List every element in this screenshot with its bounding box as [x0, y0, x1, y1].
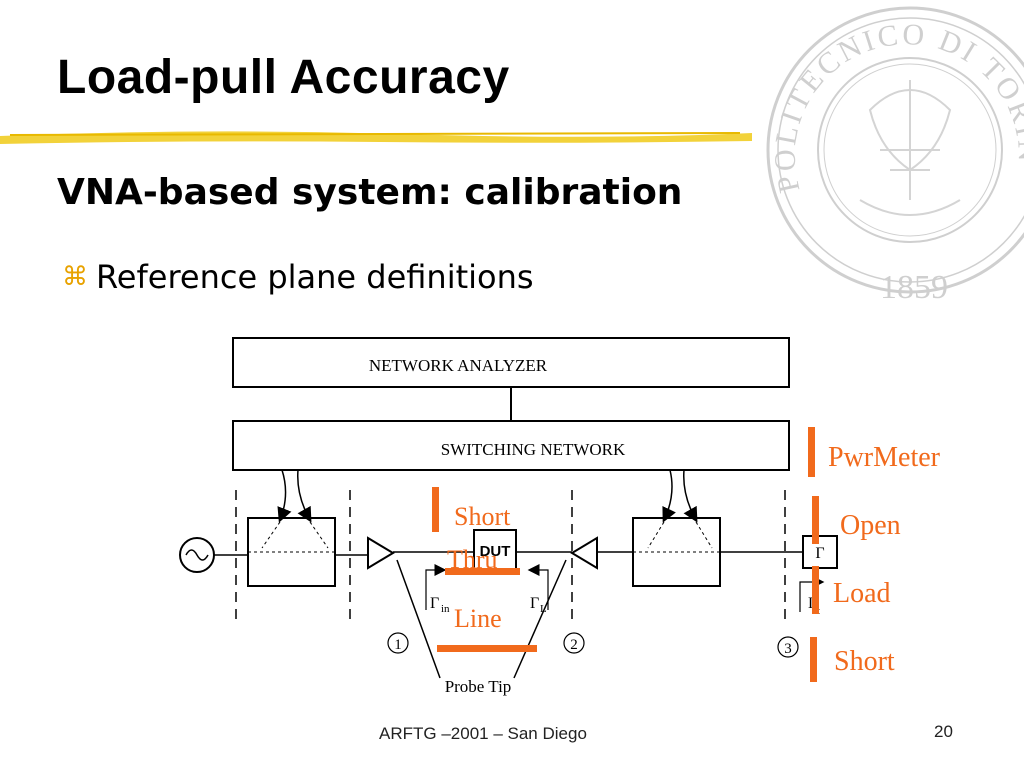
- footer-conference: ARFTG –2001 – San Diego: [379, 724, 587, 743]
- probe-tip-label: Probe Tip: [445, 677, 512, 696]
- gamma-in-symbol: Γ: [430, 595, 439, 612]
- bullet-item: ⌘ Reference plane definitions: [62, 258, 534, 296]
- gamma-box: [802, 535, 838, 569]
- load-label: Load: [833, 578, 891, 609]
- dut-label: DUT: [480, 543, 511, 560]
- gamma-label: Γ: [815, 545, 824, 562]
- line-label: Line: [454, 604, 502, 633]
- network-analyzer-label: NETWORK ANALYZER: [369, 356, 548, 375]
- gamma-in-sub: in: [441, 603, 450, 615]
- command-bullet-icon: ⌘: [62, 262, 88, 292]
- switching-network-box: [232, 420, 790, 471]
- line-bar: [437, 645, 537, 652]
- probe-tip-line-right: [513, 559, 567, 679]
- open-bar: [812, 496, 819, 544]
- slide-subtitle: VNA-based system: calibration: [57, 172, 683, 213]
- signal-path: [214, 551, 803, 556]
- thru-bar: [445, 568, 520, 575]
- bullet-text: Reference plane definitions: [96, 258, 534, 296]
- port-1-label: 1: [394, 637, 402, 653]
- gamma-L-symbol: Γ: [530, 595, 539, 612]
- gamma-L-sub: L: [540, 603, 547, 615]
- port-2-marker: [563, 632, 585, 654]
- switching-network-label: SWITCHING NETWORK: [441, 440, 626, 459]
- probe-tip-line-left: [396, 559, 441, 679]
- left-probe-triangle: [367, 536, 395, 570]
- short-label-center: Short: [454, 502, 511, 531]
- reference-plane-lines: [235, 490, 786, 625]
- thru-label: Thru: [447, 545, 498, 574]
- short-bar-right: [810, 637, 817, 682]
- load-bar: [812, 566, 819, 614]
- short-bar-center: [432, 487, 439, 532]
- page-number: 20: [934, 722, 953, 741]
- university-seal-logo: POLITECNICO DI TORINO 1859: [760, 0, 1024, 306]
- open-label: Open: [840, 510, 901, 541]
- port-3-marker: [777, 636, 799, 658]
- port-1-marker: [387, 632, 409, 654]
- slide-title: Load-pull Accuracy: [57, 51, 510, 104]
- port-2-label: 2: [570, 637, 578, 653]
- pwrmeter-label: PwrMeter: [828, 442, 941, 473]
- pwrmeter-bar: [808, 427, 815, 477]
- short-label-right: Short: [834, 646, 895, 677]
- port-3-label: 3: [784, 641, 792, 657]
- network-analyzer-box: [232, 337, 790, 388]
- right-probe-triangle: [570, 536, 598, 570]
- seal-year: 1859: [880, 269, 948, 306]
- title-underline-stroke: [0, 131, 752, 144]
